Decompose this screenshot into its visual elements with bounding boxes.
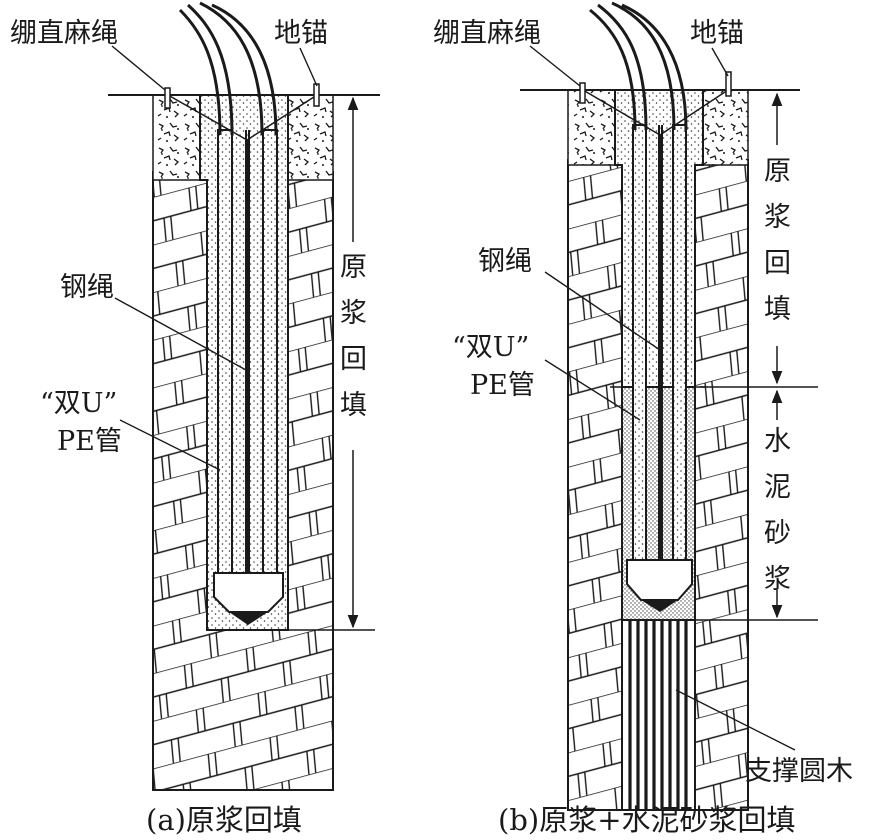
mortar-label-b-1: 水 [764,426,791,457]
steel-rope-label-b: 钢绳 [478,246,532,277]
pipe-bundle-b [589,1,688,131]
weight-a [213,572,284,613]
anchor-a-right [313,83,320,107]
anchor-label-a: 地锚 [274,18,328,49]
anchor-a-left [164,87,171,109]
fill-label-a-1: 原 [340,252,367,283]
pe-pipe-label-a-line2: PE管 [57,426,122,457]
tie-rope-a [167,94,248,141]
caption-b: (b)原浆+水泥砂浆回填 [498,803,796,837]
mortar-label-b-2: 泥 [764,472,791,503]
tie-rope-label-a: 绷直麻绳 [10,18,118,49]
pe-pipe-label-a-line1: “双U” [40,388,117,419]
pipe-bundle-a [178,1,278,136]
fill-label-b-2: 浆 [764,202,791,233]
fill-label-a-2: 浆 [340,298,367,329]
support-wood-label-b: 支撑圆木 [745,756,853,787]
anchor-b-right [725,71,732,97]
pe-pipe-label-b-line1: “双U” [452,332,529,363]
fill-label-b-1: 原 [764,156,791,187]
fill-label-a-3: 回 [340,344,367,375]
support-wood-stripes-b [628,620,688,810]
surface-soil-b-left [567,89,616,166]
support-wood-b [621,619,696,811]
tie-rope-b [582,89,661,136]
anchor-b-left [579,82,586,104]
panel-a: 绷直麻绳 地锚 钢绳 “双U” PE管 原 浆 回 填 (a)原浆回填 [10,1,380,837]
fill-label-a-4: 填 [340,390,367,421]
mortar-label-b-3: 砂 [764,518,791,549]
surface-soil-b-right [702,89,749,166]
weight-b [626,559,693,601]
fill-label-b-4: 填 [764,294,791,325]
pe-pipe-label-b-line2: PE管 [470,370,535,401]
mortar-label-b-4: 浆 [764,564,791,595]
caption-a: (a)原浆回填 [146,803,302,837]
fill-label-b-3: 回 [764,248,791,279]
anchor-label-b: 地锚 [690,18,744,49]
steel-rope-label-a: 钢绳 [60,272,114,303]
surface-soil-a-left [152,94,201,181]
surface-soil-a-right [287,94,334,181]
tie-rope-label-b: 绷直麻绳 [433,18,541,49]
panel-b: 绷直麻绳 地锚 钢绳 “双U” PE管 原 浆 回 填 水 泥 砂 浆 支撑圆木… [433,1,853,837]
